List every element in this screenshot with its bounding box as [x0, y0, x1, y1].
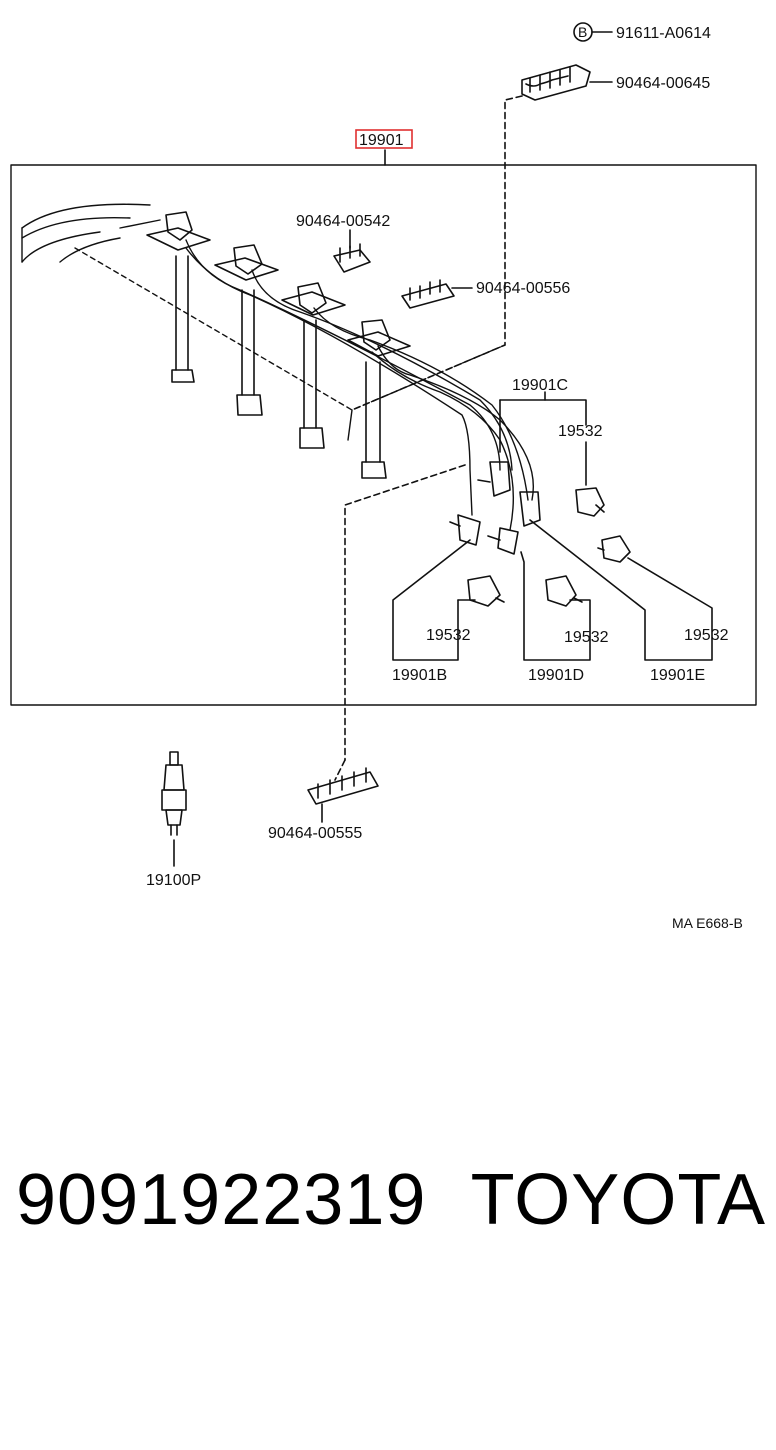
- clamp-555-icon: [307, 767, 379, 805]
- callout-boot-c: 19532: [558, 423, 603, 440]
- boot-c-icon: [575, 487, 605, 517]
- coil-1: [146, 211, 211, 383]
- callout-bolt: 91611-A0614: [616, 25, 711, 42]
- callout-spark-plug: 19100P: [146, 872, 201, 889]
- clamp-top-icon: [521, 64, 591, 101]
- callout-boot-e: 19532: [684, 627, 729, 644]
- cord-bundle: [185, 239, 534, 531]
- assembly-frame: [10, 164, 757, 706]
- clamp-556-icon: [401, 279, 455, 309]
- cord-end-d: [497, 527, 519, 555]
- callout-cord-b: 19901B: [392, 667, 447, 684]
- callout-cord-d: 19901D: [528, 667, 584, 684]
- cord-end-b: [457, 514, 481, 546]
- cord-end-c: [489, 461, 511, 497]
- boot-b-icon: [467, 575, 505, 607]
- callout-clamp-556: 90464-00556: [476, 280, 570, 297]
- callout-boot-d: 19532: [564, 629, 609, 646]
- callout-cord-e: 19901E: [650, 667, 705, 684]
- callout-boot-b: 19532: [426, 627, 471, 644]
- engine-head-outline: [21, 203, 506, 441]
- callout-cord-c: 19901C: [512, 377, 568, 394]
- coil-3: [281, 282, 346, 449]
- footer: 9091922319 TOYOTA: [16, 1150, 766, 1260]
- main-part-label: 19901: [359, 132, 404, 149]
- bolt-symbol-label: B: [578, 24, 587, 40]
- main-part-highlight: [355, 129, 413, 149]
- drawing-code: MA E668-B: [672, 915, 743, 931]
- callout-clamp-542: 90464-00542: [296, 213, 390, 230]
- callout-clamp-top: 90464-00645: [616, 75, 710, 92]
- parts-diagram: 19901 B 91611-A0614 90464-00645 90464-00…: [10, 22, 757, 931]
- clamp-542-icon: [333, 243, 371, 273]
- footer-part-number: 9091922319: [16, 1160, 427, 1240]
- boot-e-icon: [597, 535, 631, 563]
- footer-brand: TOYOTA: [470, 1160, 766, 1240]
- spark-plug-icon: [161, 751, 187, 836]
- boot-d-icon: [545, 575, 583, 607]
- coil-2: [214, 244, 279, 416]
- cord-end-e: [519, 491, 541, 527]
- callout-clamp-555: 90464-00555: [268, 825, 362, 842]
